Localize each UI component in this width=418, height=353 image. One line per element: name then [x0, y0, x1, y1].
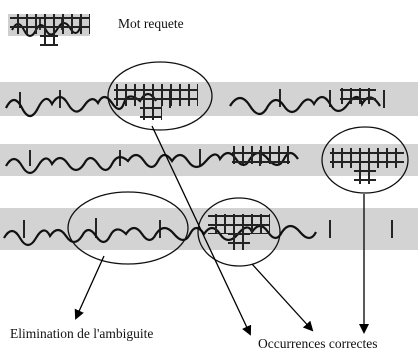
arrow-ambiguity: [74, 255, 105, 320]
query-word-image: [8, 14, 90, 46]
ambiguity-label: Elimination de l'ambiguite: [10, 326, 154, 341]
handwriting-line-3: [0, 208, 418, 250]
handwriting-line-1: [0, 82, 418, 120]
query-word-label: Mot requete: [118, 16, 184, 31]
ellipse-line2-match: [321, 126, 409, 194]
ellipse-line1-match: [107, 61, 213, 131]
handwriting-line-2: [0, 144, 418, 184]
ellipse-line3-match: [197, 197, 281, 267]
ellipse-ambiguity: [67, 191, 189, 265]
arrow-line3-occurrence: [251, 263, 314, 332]
arrow-line1-occurrence: [151, 125, 252, 336]
occurrences-label: Occurrences correctes: [258, 336, 378, 351]
